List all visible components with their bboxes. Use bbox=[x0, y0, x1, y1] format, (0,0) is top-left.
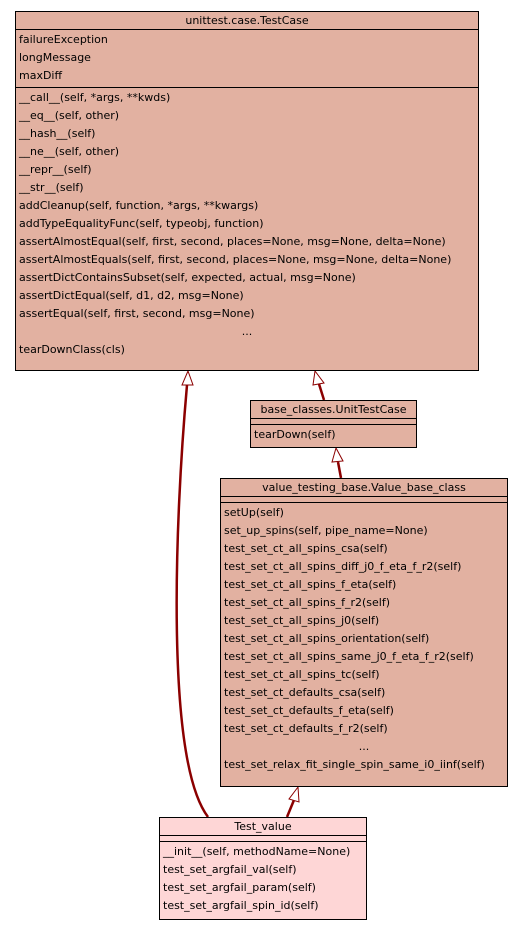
method: __hash__(self) bbox=[19, 127, 96, 140]
method: test_set_ct_defaults_f_r2(self) bbox=[224, 722, 388, 735]
method: assertAlmostEqual(self, first, second, p… bbox=[19, 235, 446, 248]
inheritance-arrowhead bbox=[331, 446, 344, 463]
method: assertAlmostEquals(self, first, second, … bbox=[19, 253, 452, 266]
ellipsis: ... bbox=[358, 740, 370, 753]
methods-section: tearDown(self) bbox=[251, 425, 416, 446]
methods-section: __call__(self, *args, **kwds) __eq__(sel… bbox=[16, 88, 478, 361]
inheritance-arrowhead bbox=[312, 369, 325, 386]
method: test_set_ct_all_spins_diff_j0_f_eta_f_r2… bbox=[224, 560, 462, 573]
attributes-section bbox=[251, 419, 416, 425]
method: assertDictContainsSubset(self, expected,… bbox=[19, 271, 356, 284]
attributes-section: failureException longMessage maxDiff bbox=[16, 30, 478, 88]
edge-valuebase-to-unittestcase bbox=[336, 461, 343, 479]
attribute: failureException bbox=[19, 33, 108, 46]
class-title[interactable]: value_testing_base.Value_base_class bbox=[221, 479, 507, 497]
method: assertEqual(self, first, second, msg=Non… bbox=[19, 307, 255, 320]
method: __eq__(self, other) bbox=[19, 109, 120, 122]
method: test_set_argfail_spin_id(self) bbox=[163, 899, 319, 912]
method: __repr__(self) bbox=[19, 163, 92, 176]
method: __ne__(self, other) bbox=[19, 145, 120, 158]
inheritance-arrowhead bbox=[181, 369, 194, 386]
method: test_set_ct_defaults_f_eta(self) bbox=[224, 704, 394, 717]
method: tearDownClass(cls) bbox=[19, 343, 125, 356]
attributes-section bbox=[160, 836, 366, 842]
method: addTypeEqualityFunc(self, typeobj, funct… bbox=[19, 217, 264, 230]
method: addCleanup(self, function, *args, **kwar… bbox=[19, 199, 259, 212]
method: assertDictEqual(self, d1, d2, msg=None) bbox=[19, 289, 244, 302]
method: test_set_relax_fit_single_spin_same_i0_i… bbox=[224, 758, 485, 771]
attribute: longMessage bbox=[19, 51, 91, 64]
method: setUp(self) bbox=[224, 506, 284, 519]
class-title[interactable]: Test_value bbox=[160, 818, 366, 836]
class-title[interactable]: base_classes.UnitTestCase bbox=[251, 401, 416, 419]
method: test_set_argfail_param(self) bbox=[163, 881, 316, 894]
method: __str__(self) bbox=[19, 181, 84, 194]
method: tearDown(self) bbox=[254, 428, 336, 441]
inheritance-arrowhead bbox=[288, 785, 300, 803]
attribute: maxDiff bbox=[19, 69, 63, 82]
method: test_set_ct_defaults_csa(self) bbox=[224, 686, 386, 699]
method: test_set_ct_all_spins_tc(self) bbox=[224, 668, 380, 681]
method: test_set_ct_all_spins_f_eta(self) bbox=[224, 578, 397, 591]
method: test_set_ct_all_spins_orientation(self) bbox=[224, 632, 430, 645]
class-title[interactable]: unittest.case.TestCase bbox=[16, 12, 478, 30]
class-value-base-class[interactable]: value_testing_base.Value_base_class setU… bbox=[220, 478, 508, 787]
methods-section: setUp(self) set_up_spins(self, pipe_name… bbox=[221, 503, 507, 776]
method: __init__(self, methodName=None) bbox=[163, 845, 351, 858]
ellipsis: ... bbox=[241, 325, 253, 338]
method: test_set_ct_all_spins_f_r2(self) bbox=[224, 596, 391, 609]
class-unittestcase[interactable]: base_classes.UnitTestCase tearDown(self) bbox=[250, 400, 417, 448]
edge-testvalue-to-testcase bbox=[175, 384, 209, 818]
method: set_up_spins(self, pipe_name=None) bbox=[224, 524, 428, 537]
class-test-value[interactable]: Test_value __init__(self, methodName=Non… bbox=[159, 817, 367, 920]
method: test_set_argfail_val(self) bbox=[163, 863, 297, 876]
method: test_set_ct_all_spins_csa(self) bbox=[224, 542, 388, 555]
edge-unittestcase-to-testcase bbox=[317, 383, 326, 401]
edge-testvalue-to-valuebase bbox=[285, 799, 296, 818]
method: __call__(self, *args, **kwds) bbox=[19, 91, 171, 104]
methods-section: __init__(self, methodName=None) test_set… bbox=[160, 842, 366, 917]
class-testcase[interactable]: unittest.case.TestCase failureException … bbox=[15, 11, 479, 371]
method: test_set_ct_all_spins_same_j0_f_eta_f_r2… bbox=[224, 650, 474, 663]
attributes-section bbox=[221, 497, 507, 503]
method: test_set_ct_all_spins_j0(self) bbox=[224, 614, 380, 627]
